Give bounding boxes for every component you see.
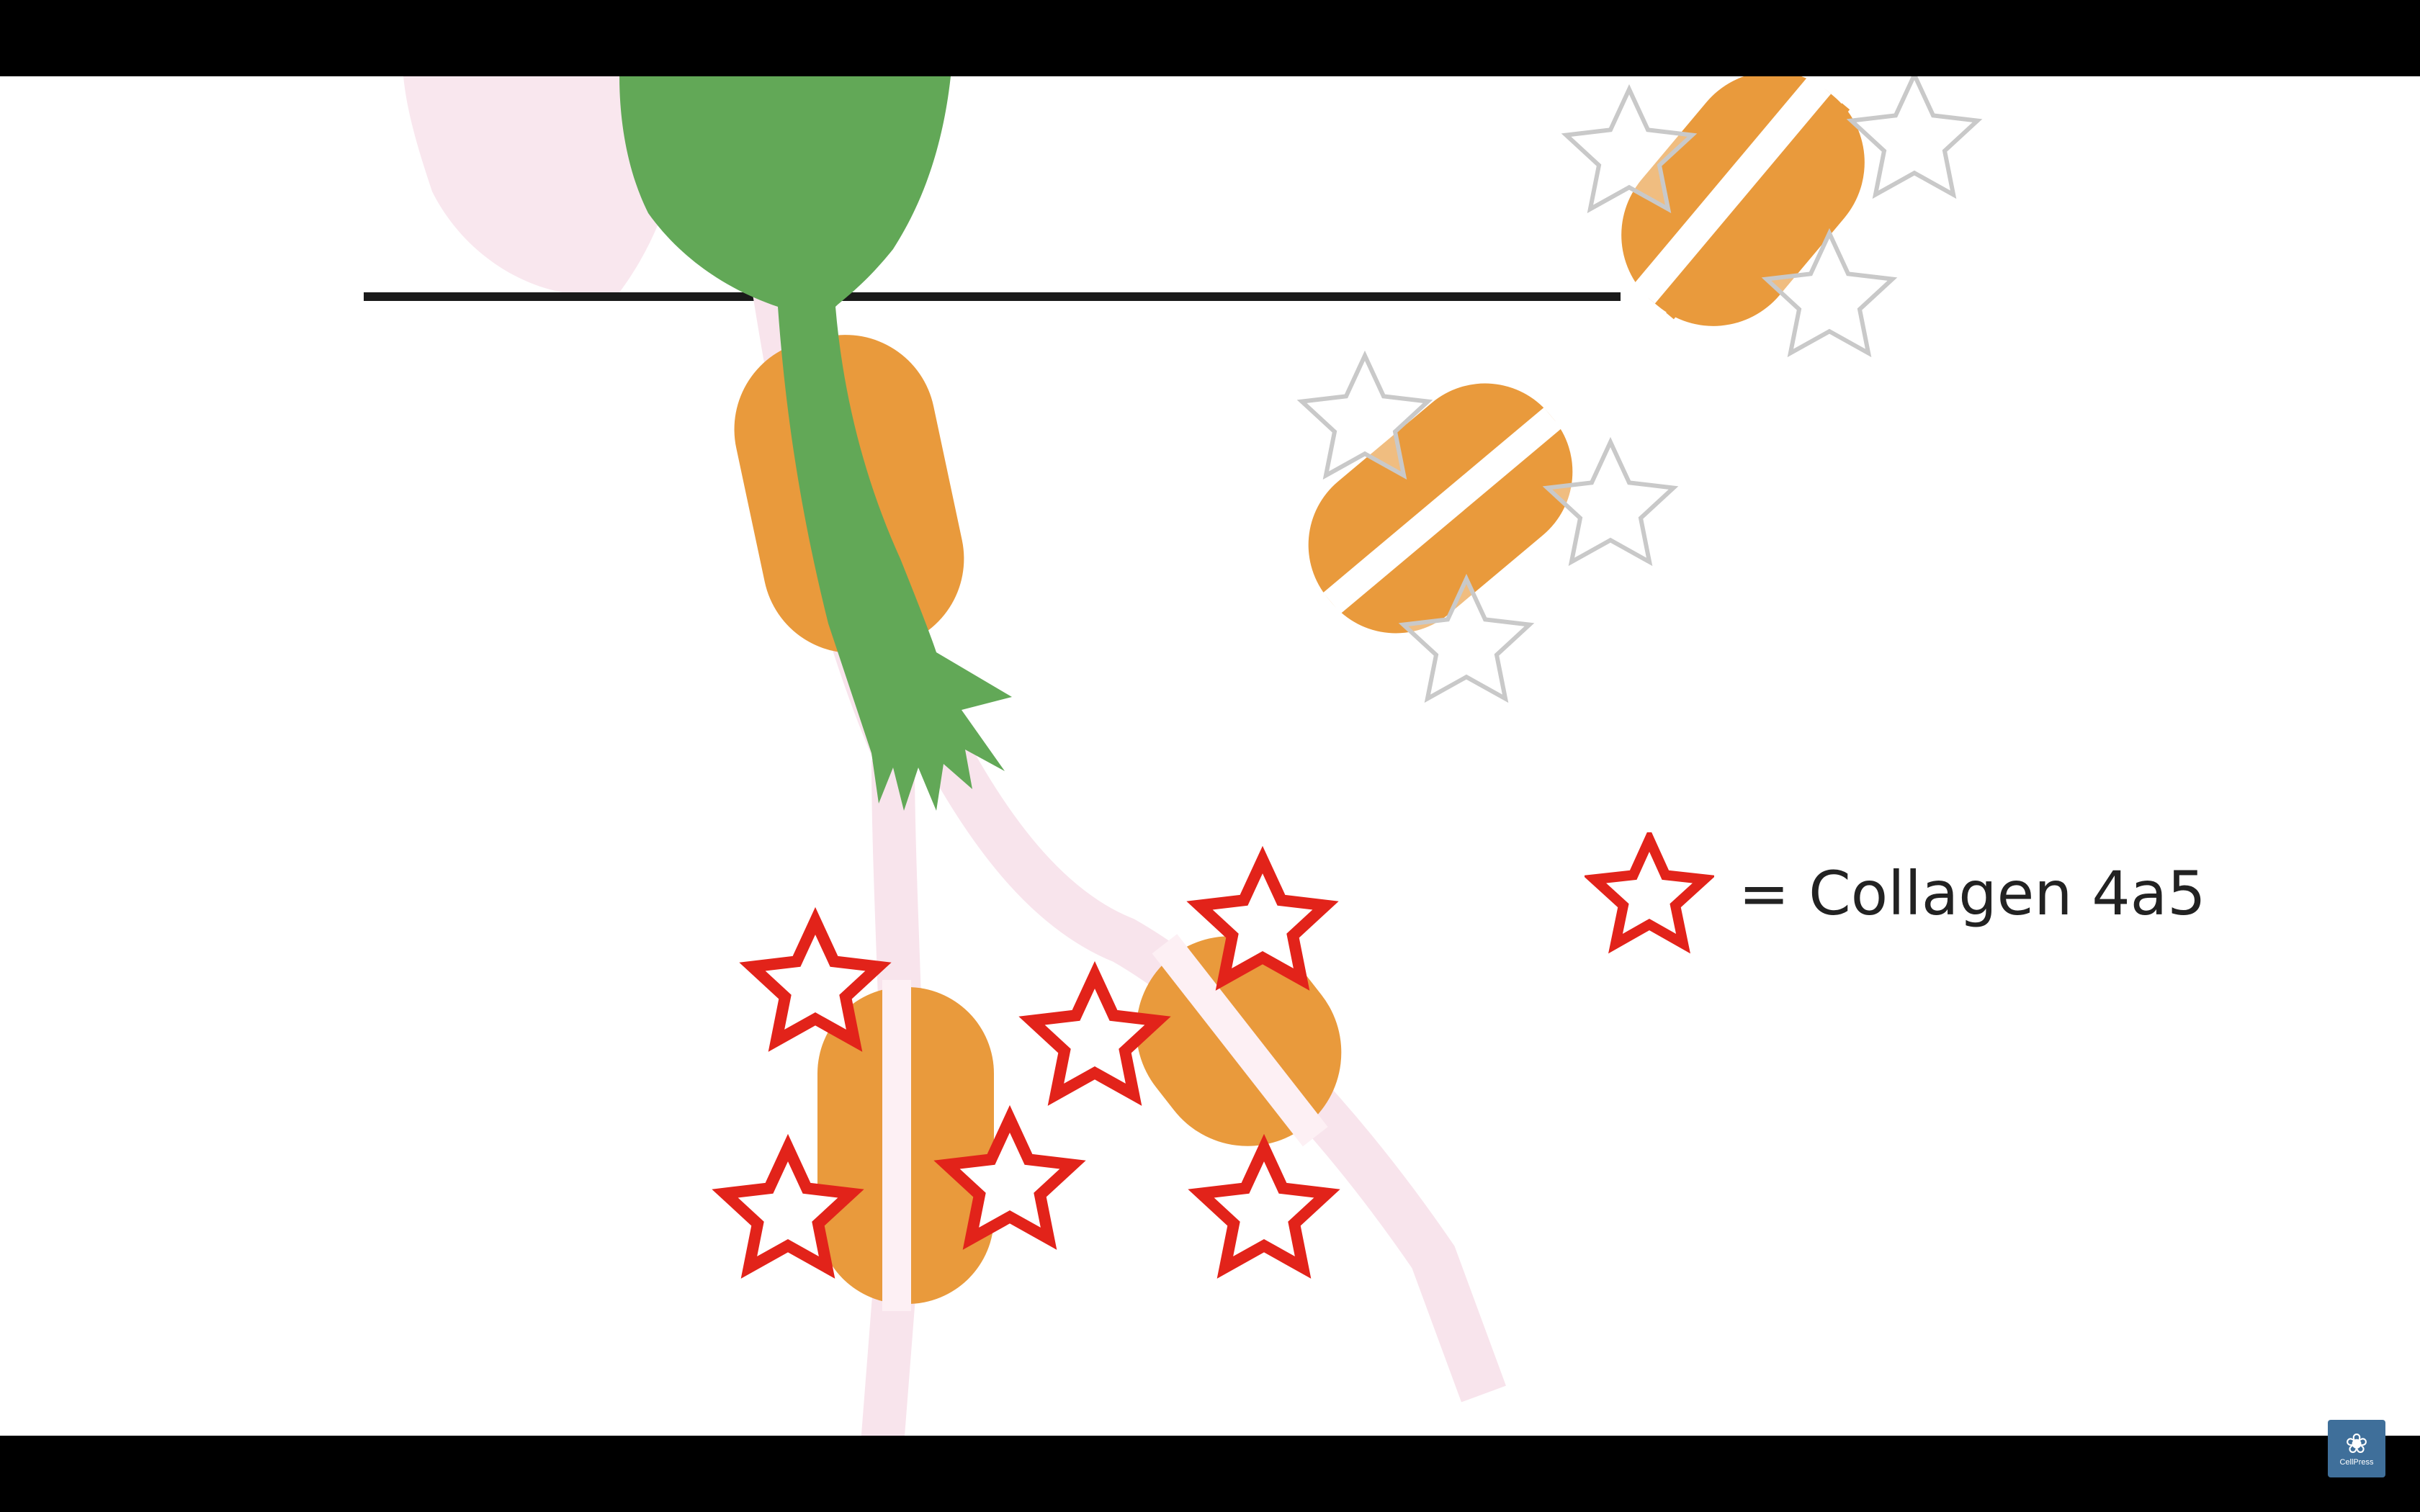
pink-tissue-blob	[403, 76, 691, 295]
orange-cluster-right	[1136, 934, 1342, 1147]
orange-cluster-left	[817, 980, 994, 1311]
faded-collagen-star	[1761, 228, 1898, 358]
collagen-star	[712, 1133, 864, 1279]
green-cell	[619, 76, 1012, 811]
collagen-star	[1188, 1133, 1340, 1279]
collagen-star	[1186, 845, 1339, 991]
legend: = Collagen 4a5	[1585, 832, 2206, 955]
faded-collagen-star	[1846, 76, 1983, 199]
collagen-star-group	[712, 845, 1340, 1279]
letterbox-top	[0, 0, 2420, 76]
publisher-badge[interactable]: ❀ CellPress	[2328, 1420, 2385, 1477]
collagen-star	[739, 906, 892, 1052]
pink-fiber	[922, 734, 1506, 1403]
legend-star-icon	[1585, 832, 1714, 954]
diagram-stage: = Collagen 4a5	[0, 76, 2420, 1436]
faded-star-group	[1296, 76, 1983, 703]
collagen-star	[1018, 960, 1171, 1106]
faded-collagen-star	[1398, 573, 1535, 703]
collagen-star	[933, 1104, 1086, 1250]
cellpress-logo-icon: ❀	[2345, 1429, 2368, 1459]
faded-collagen-star	[1542, 436, 1679, 567]
legend-label: = Collagen 4a5	[1739, 858, 2206, 929]
letterbox-bottom	[0, 1436, 2420, 1512]
orange-cluster-float-2	[1308, 383, 1573, 634]
publisher-badge-text: CellPress	[2339, 1458, 2374, 1467]
faded-collagen-star	[1561, 84, 1698, 214]
faded-collagen-star	[1296, 350, 1433, 480]
diagram-canvas	[364, 76, 1983, 1436]
